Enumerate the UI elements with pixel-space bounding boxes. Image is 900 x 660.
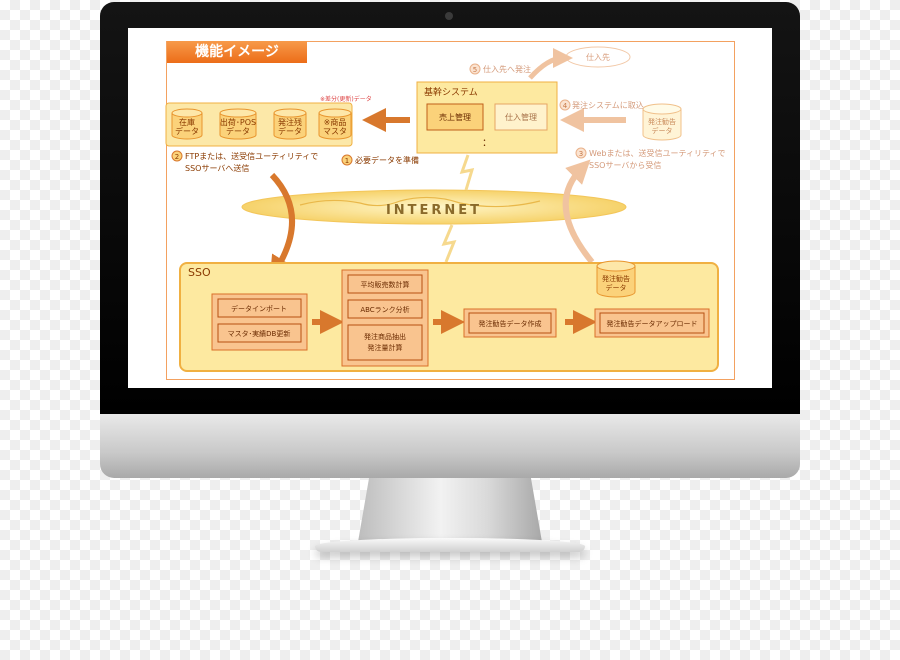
database-label: マスタ xyxy=(323,127,347,136)
purchase-management-label: 仕入管理 xyxy=(505,112,537,122)
database-product: ※商品 マスタ xyxy=(318,108,352,140)
step-2-line: FTPまたは、送受信ユーティリティで xyxy=(185,151,318,161)
camera-dot xyxy=(445,12,453,20)
step-5: 5 仕入先へ発注 xyxy=(469,63,531,75)
database-order-balance: 発注残 データ xyxy=(273,108,307,140)
arrow-send-to-sso xyxy=(269,172,296,281)
step-1: 1 必要データを準備 xyxy=(341,154,419,166)
recommend-database-sso: 発注勧告 データ xyxy=(596,260,636,298)
step-2-line: SSOサーバへ送信 xyxy=(185,163,249,173)
purchase-management-box xyxy=(494,103,548,131)
recommend-database-top: 発注勧告 データ xyxy=(642,103,682,141)
process-update xyxy=(217,323,302,343)
database-label: 出荷･POS xyxy=(220,117,256,127)
svg-text:1: 1 xyxy=(345,157,349,165)
diff-note: ※差分(更新)データ xyxy=(320,95,372,103)
lightning-bottom xyxy=(441,224,457,263)
database-label: データ xyxy=(278,126,302,136)
database-label: 在庫 xyxy=(179,117,195,127)
svg-text:発注勧告データアップロード: 発注勧告データアップロード xyxy=(607,319,698,328)
svg-text:発注量計算: 発注量計算 xyxy=(368,343,403,352)
database-shipping: 出荷･POS データ xyxy=(219,108,257,140)
process-import xyxy=(217,298,302,318)
svg-text:発注商品抽出: 発注商品抽出 xyxy=(364,332,406,341)
database-label: 発注残 xyxy=(278,117,302,127)
step-3-line: Webまたは、送受信ユーティリティで xyxy=(589,148,725,158)
supplier-cloud: 仕入先 xyxy=(565,46,631,68)
svg-text:2: 2 xyxy=(175,153,179,161)
step-3-line: SSOサーバから受信 xyxy=(589,160,661,170)
svg-text:必要データを準備: 必要データを準備 xyxy=(355,155,419,165)
sso-title: SSO xyxy=(188,266,211,279)
globe-continents xyxy=(299,196,541,208)
diagram-frame xyxy=(166,41,735,380)
monitor-stand-neck xyxy=(358,478,542,542)
sales-management-box xyxy=(426,103,484,131)
svg-text:データインポート: データインポート xyxy=(231,304,287,313)
lightning-top xyxy=(459,154,475,191)
database-label: ※商品 xyxy=(324,117,347,127)
process-avg xyxy=(347,274,423,294)
page-title: 機能イメージ xyxy=(195,44,279,60)
process-upload xyxy=(599,312,705,334)
database-label: データ xyxy=(175,126,199,136)
svg-text:発注勧告データ作成: 発注勧告データ作成 xyxy=(479,319,542,328)
svg-text:3: 3 xyxy=(579,150,583,158)
title-banner xyxy=(167,41,307,63)
svg-text:マスタ･実績DB更新: マスタ･実績DB更新 xyxy=(228,329,291,338)
svg-text:4: 4 xyxy=(563,102,568,110)
process-abc xyxy=(347,299,423,319)
database-label: データ xyxy=(606,283,627,292)
step-3: 3 Webまたは、送受信ユーティリティで SSOサーバから受信 xyxy=(575,147,725,170)
internet-globe xyxy=(241,189,627,225)
database-label: 発注勧告 xyxy=(648,117,676,126)
core-system-title: 基幹システム xyxy=(424,86,478,98)
svg-text:平均販売数計算: 平均販売数計算 xyxy=(361,280,410,289)
database-label: 発注勧告 xyxy=(602,274,630,283)
database-label: データ xyxy=(226,126,250,136)
arrow-receive-from-sso xyxy=(562,159,595,264)
step-2: 2 FTPまたは、送受信ユーティリティで SSOサーバへ送信 xyxy=(171,150,318,173)
monitor-stand-base xyxy=(315,538,585,552)
database-stock: 在庫 データ xyxy=(171,108,203,140)
process-create xyxy=(468,312,552,334)
internet-label: INTERNET xyxy=(386,203,482,218)
svg-text:仕入先へ発注: 仕入先へ発注 xyxy=(483,64,531,74)
svg-text:ABCランク分析: ABCランク分析 xyxy=(360,305,409,314)
supplier-label: 仕入先 xyxy=(586,52,610,62)
step-4: 4 発注システムに取込 xyxy=(559,99,644,111)
core-system-more: ： xyxy=(482,138,492,149)
database-label: データ xyxy=(652,126,673,135)
sales-management-label: 売上管理 xyxy=(439,112,471,122)
monitor-chin xyxy=(100,414,800,478)
svg-text:発注システムに取込: 発注システムに取込 xyxy=(572,100,644,110)
arrow-core-to-supplier xyxy=(528,48,573,80)
process-extract xyxy=(347,324,423,361)
svg-text:5: 5 xyxy=(473,66,477,74)
